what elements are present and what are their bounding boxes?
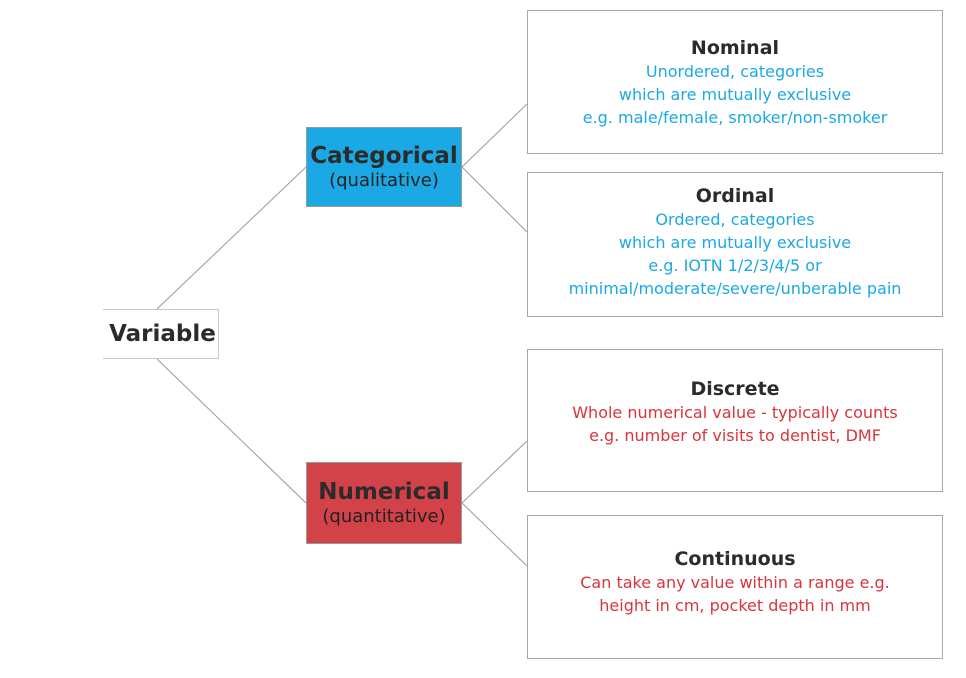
categorical-subtitle: (qualitative)	[329, 170, 439, 191]
connector-variable-to-categorical	[156, 166, 307, 310]
connector-numerical-to-discrete	[461, 440, 528, 504]
discrete-box: Discrete Whole numerical value - typical…	[527, 349, 943, 492]
connector-categorical-to-nominal	[461, 103, 528, 168]
discrete-title: Discrete	[690, 378, 780, 400]
continuous-example-line: height in cm, pocket depth in mm	[599, 596, 871, 615]
continuous-description-line: Can take any value within a range e.g.	[580, 573, 890, 592]
numerical-node: Numerical (quantitative)	[306, 462, 462, 544]
numerical-subtitle: (quantitative)	[322, 506, 446, 527]
connector-variable-to-numerical	[156, 358, 307, 504]
ordinal-example-line: minimal/moderate/severe/unberable pain	[568, 279, 902, 298]
discrete-description-line: Whole numerical value - typically counts	[572, 403, 898, 422]
nominal-description-line: which are mutually exclusive	[618, 85, 852, 104]
numerical-title: Numerical	[318, 479, 450, 505]
connector-categorical-to-ordinal	[461, 166, 528, 233]
variable-label: Variable	[109, 321, 216, 347]
continuous-title: Continuous	[674, 548, 796, 570]
ordinal-box: Ordinal Ordered, categories which are mu…	[527, 172, 943, 317]
ordinal-description-line: which are mutually exclusive	[618, 233, 852, 252]
continuous-box: Continuous Can take any value within a r…	[527, 515, 943, 659]
ordinal-example-line: e.g. IOTN 1/2/3/4/5 or	[648, 256, 822, 275]
categorical-title: Categorical	[310, 143, 458, 169]
discrete-example-line: e.g. number of visits to dentist, DMF	[589, 426, 881, 445]
nominal-example-line: e.g. male/female, smoker/non-smoker	[582, 108, 888, 127]
ordinal-title: Ordinal	[695, 185, 775, 207]
connector-numerical-to-continuous	[461, 502, 528, 567]
nominal-description-line: Unordered, categories	[645, 62, 825, 81]
nominal-box: Nominal Unordered, categories which are …	[527, 10, 943, 154]
ordinal-description-line: Ordered, categories	[655, 210, 815, 229]
categorical-node: Categorical (qualitative)	[306, 127, 462, 207]
variable-node: Variable	[103, 309, 219, 359]
nominal-title: Nominal	[690, 37, 780, 59]
